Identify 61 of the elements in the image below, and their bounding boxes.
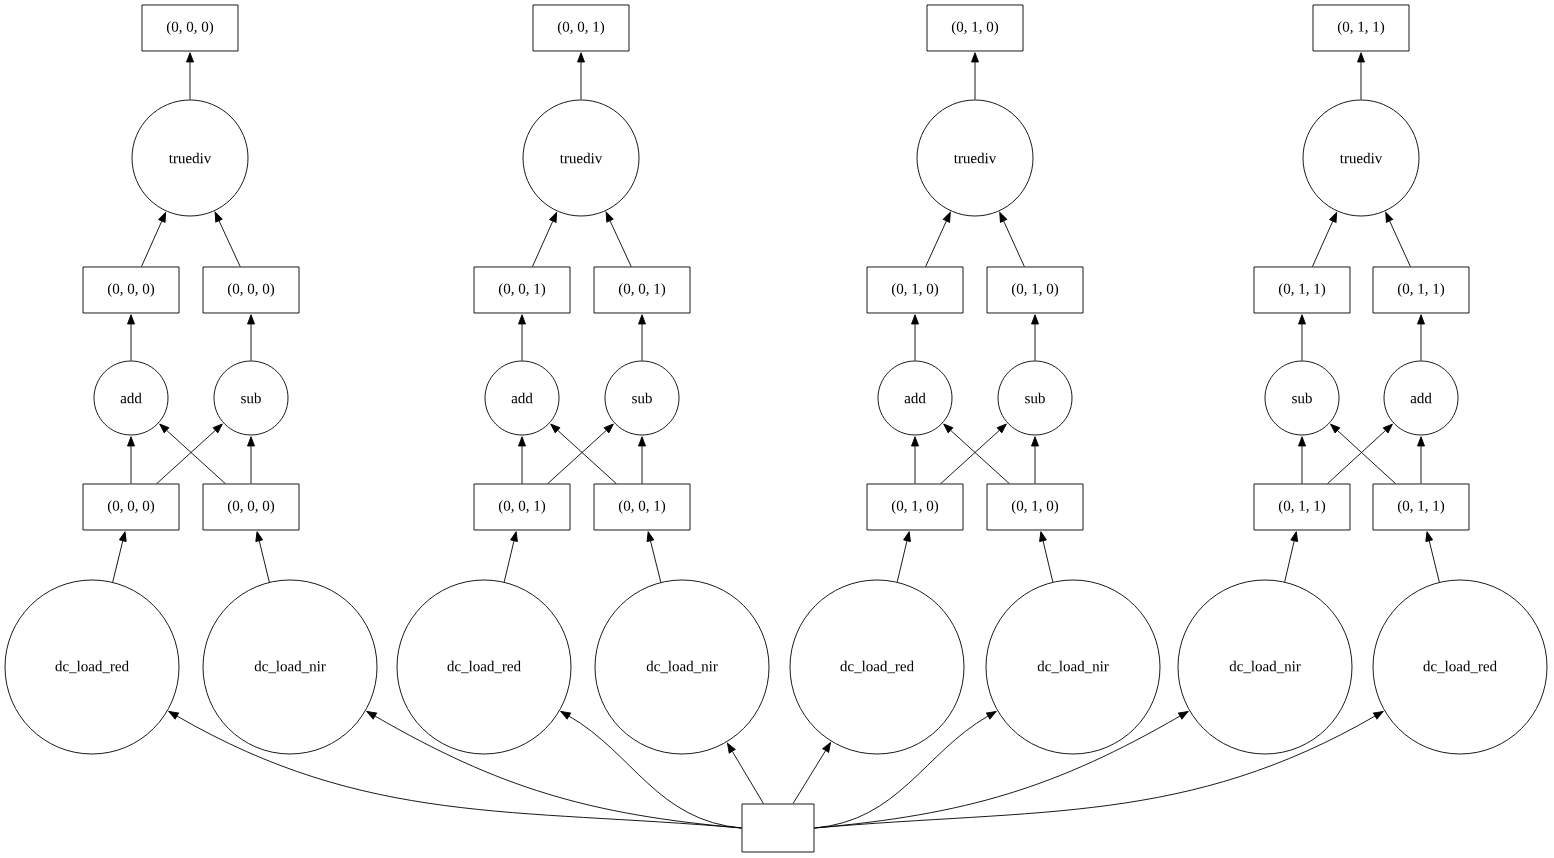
data-box: (0, 0, 1) [532,4,630,52]
arrow [727,742,764,804]
data-box: (0, 0, 0) [202,483,300,531]
arrow [1298,314,1306,361]
data-box: (0, 0, 1) [593,266,691,314]
data-box: (0, 0, 0) [82,266,180,314]
arrow [1039,531,1054,583]
arrow [577,52,585,100]
arrow [911,436,919,484]
arrow [1312,212,1338,267]
arrow [1284,531,1299,583]
arrow [1385,211,1411,267]
arrow [911,314,919,361]
arrow [646,531,662,583]
arrow [814,710,1384,829]
arrow [532,212,558,267]
data-box: (0, 1, 0) [986,266,1084,314]
arrow [518,314,526,361]
data-box: (0, 0, 0) [202,266,300,314]
arrow [605,211,632,267]
arrow [141,212,167,267]
arrow [896,531,911,583]
arrow [638,436,646,484]
arrow [925,211,951,267]
data-box: (0, 1, 0) [866,483,964,531]
data-box: (0, 1, 0) [866,266,964,314]
arrow [247,436,255,484]
data-box: (0, 0, 1) [593,483,691,531]
arrow [1031,314,1039,361]
data-box: (0, 0, 1) [473,483,571,531]
arrow [247,314,255,361]
data-box: (0, 1, 1) [1253,483,1351,531]
arrow [971,52,979,100]
arrow [214,211,241,267]
data-box: (0, 1, 0) [986,483,1084,531]
arrow [112,531,127,583]
data-box: (0, 1, 1) [1253,266,1351,314]
data-box: (0, 0, 0) [82,483,180,531]
arrow [1417,314,1425,361]
data-box: (0, 1, 1) [1372,483,1470,531]
arrow [255,531,270,583]
data-box: (0, 0, 0) [141,4,239,52]
arrow [638,314,646,361]
arrow [1357,52,1365,100]
arrow [186,52,194,100]
arrow [1417,436,1425,484]
arrow [1425,531,1440,583]
arrow [1031,436,1039,484]
arrow [127,436,135,484]
arrow [127,314,135,361]
data-box [741,803,815,853]
arrow [560,710,742,829]
data-box: (0, 1, 1) [1312,4,1410,52]
data-box: (0, 1, 1) [1372,266,1470,314]
data-box: (0, 1, 0) [926,4,1024,52]
arrow [1298,436,1306,484]
arrow [518,436,526,484]
data-box: (0, 0, 1) [473,266,571,314]
arrow [792,742,831,804]
arrow [503,531,518,583]
arrow [999,211,1025,267]
